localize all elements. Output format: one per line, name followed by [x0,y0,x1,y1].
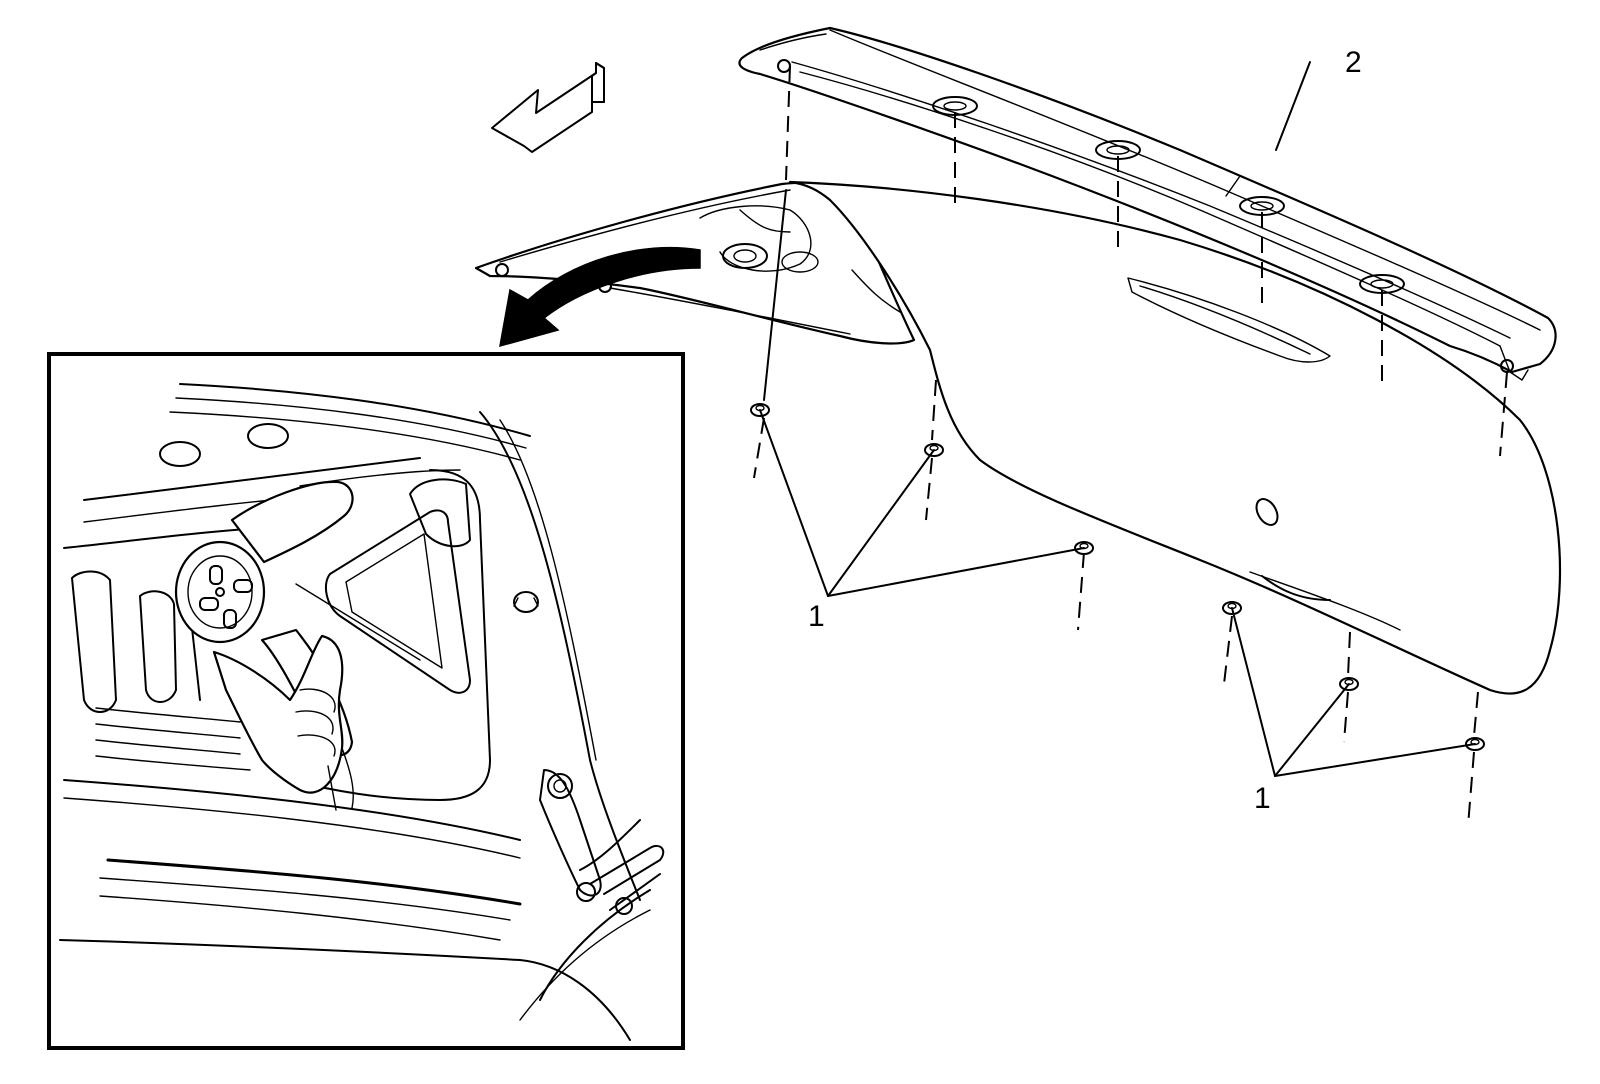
nut [1222,601,1242,615]
alignment-lines [753,65,1508,827]
rear-spoiler [738,26,1557,381]
hand-icon [212,634,354,811]
front-direction-arrow-icon [491,62,605,153]
callout-nuts-right: 1 [1254,782,1271,815]
spoiler-nuts [750,403,1485,751]
leader-lines [759,61,1476,777]
callout-nuts-left: 1 [808,600,825,633]
callout-spoiler: 2 [1345,46,1362,79]
detail-inset [47,352,685,1050]
hinge-icon [519,769,665,1021]
detail-view-arrow-icon [499,246,701,348]
